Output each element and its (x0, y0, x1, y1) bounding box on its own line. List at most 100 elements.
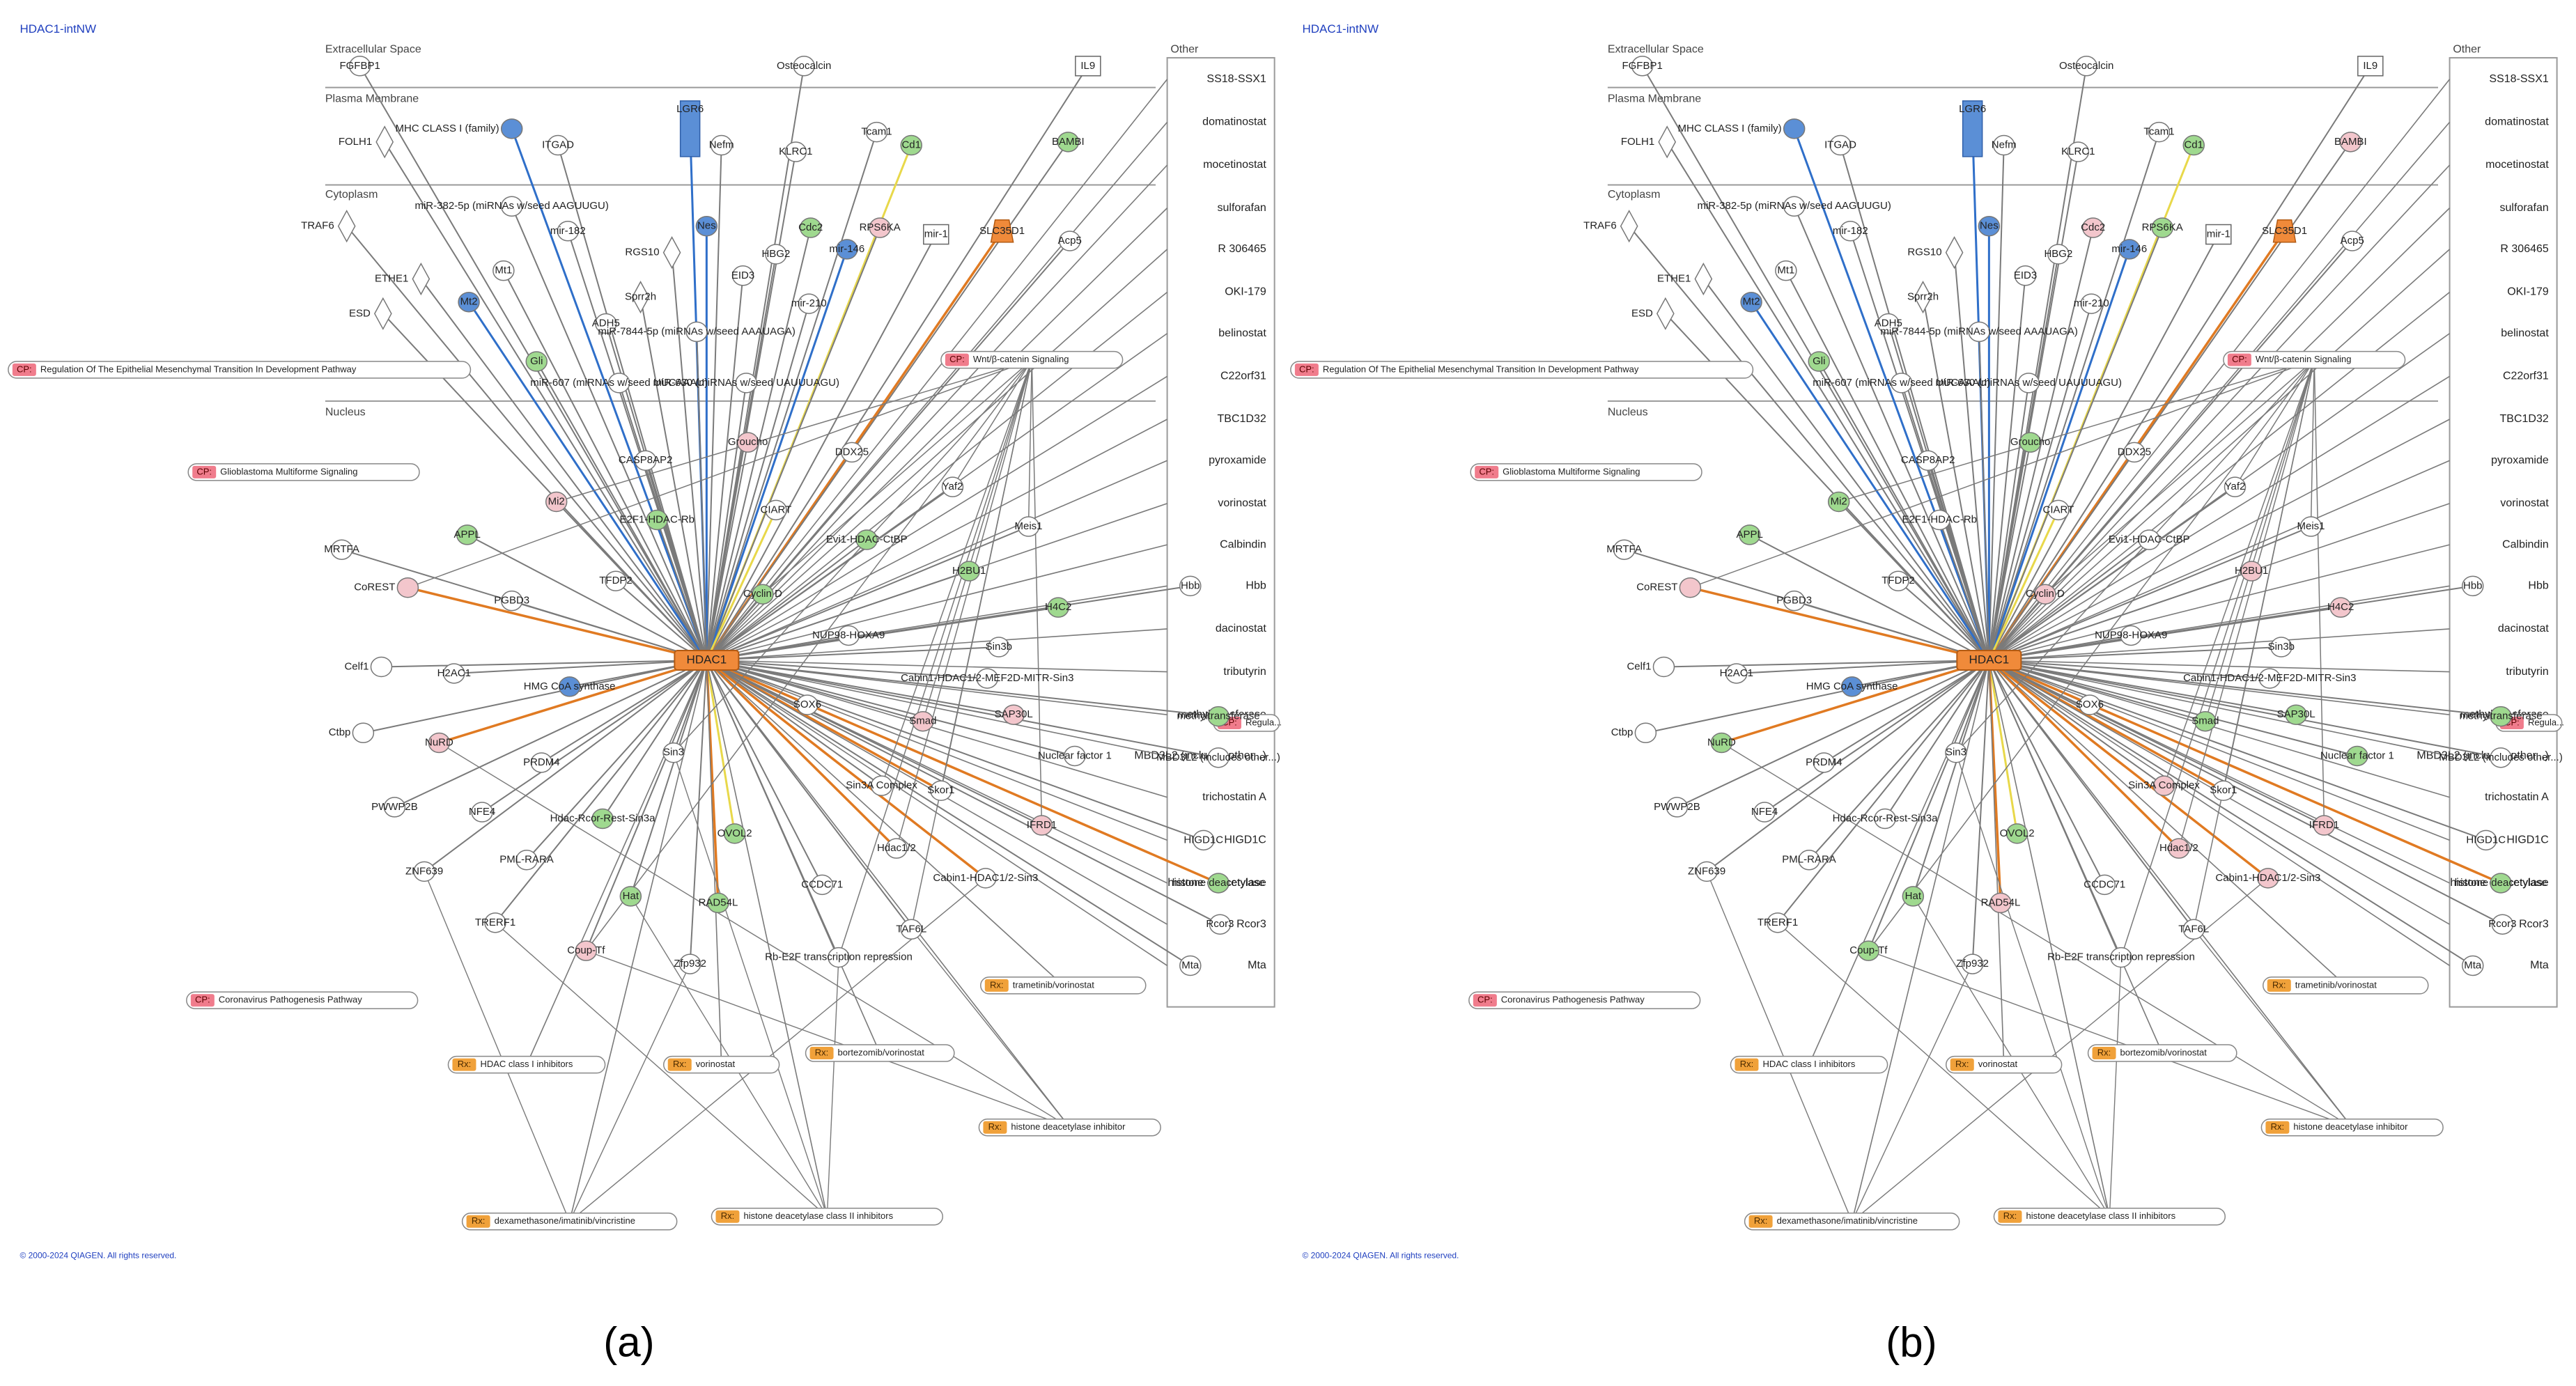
rx-drug-trametinib-vorinostat[interactable]: Rx:trametinib/vorinostat (2263, 976, 2429, 995)
node-sprr2h[interactable]: Sprr2h (1907, 281, 1939, 314)
node-mir-182[interactable]: mir-182 (1833, 221, 1868, 242)
node-shape[interactable] (723, 823, 746, 844)
node-lgr6[interactable]: LGR6 (676, 100, 704, 157)
node-shape[interactable] (530, 752, 553, 773)
node-pgbd3[interactable]: PGBD3 (1776, 590, 1812, 612)
node-shape[interactable] (619, 886, 642, 907)
node-shape[interactable] (1874, 808, 1896, 830)
node-shape[interactable] (1064, 745, 1086, 767)
node-pml-rara[interactable]: PML-RARA (1782, 850, 1836, 871)
node-shape[interactable] (662, 236, 681, 270)
node-shape[interactable] (1696, 861, 1718, 882)
node-shape[interactable] (1978, 215, 2001, 237)
node-shape[interactable] (370, 656, 393, 678)
node-shape[interactable] (458, 291, 480, 313)
node-pwwp2b[interactable]: PWWP2B (1654, 797, 1700, 818)
node-mt2[interactable]: Mt2 (1740, 291, 1762, 313)
node-shape[interactable] (707, 892, 729, 914)
node-shape[interactable] (870, 775, 893, 796)
node-e2f1-hdac-rb[interactable]: E2F1-HDAC-Rb (1902, 509, 1977, 531)
node-shape[interactable] (923, 224, 949, 245)
node-nefm[interactable]: Nefm (709, 134, 734, 156)
node-smad[interactable]: Smad (2191, 710, 2219, 732)
node-mir-1[interactable]: mir-1 (2205, 224, 2232, 245)
cp-pill[interactable] (2223, 350, 2406, 369)
node-shape[interactable] (2194, 710, 2217, 732)
node-shape[interactable] (1738, 524, 1761, 545)
hub-node-shape[interactable] (1956, 650, 2022, 671)
rx-drug-hdac-class-i-inhibitors[interactable]: Rx:HDAC class I inhibitors (1730, 1055, 1888, 1074)
node-nuclear-factor-1[interactable]: Nuclear factor 1 (1038, 745, 1112, 767)
node-mir-630-mirnas-w-seed-uauuuagu[interactable]: miR-630 (miRNAs w/seed UAUUUAGU) (653, 373, 839, 394)
node-mir-7844-5p-mirnas-w-seed-aaauaga[interactable]: miR-7844-5p (miRNAs w/seed AAAUAGA) (1880, 321, 2078, 343)
node-sin3b[interactable]: Sin3b (2268, 637, 2295, 657)
rx-drug-bortezomib-vorinostat[interactable]: Rx:bortezomib/vorinostat (2087, 1044, 2237, 1062)
cp-pathway-coronavirus-pathogenesis-pathway[interactable]: CP:Coronavirus Pathogenesis Pathway (1468, 991, 1701, 1009)
node-shape[interactable] (646, 509, 669, 531)
node-h4c2[interactable]: H4C2 (1045, 597, 1071, 618)
node-coup-tf[interactable]: Coup-Tf (1849, 940, 1888, 961)
node-nurd[interactable]: NuRD (425, 732, 453, 754)
node-shape[interactable] (1813, 752, 1836, 773)
node-shape[interactable] (1887, 570, 1909, 591)
node-mhc-class-i-family[interactable]: MHC CLASS I (family) (1678, 118, 1806, 139)
node-shape[interactable] (1798, 850, 1820, 871)
node-rb-e2f-transcription-repression[interactable]: Rb-E2F transcription repression (2047, 947, 2195, 968)
node-shape[interactable] (1775, 260, 1797, 281)
node-casp8ap2[interactable]: CASP8AP2 (1901, 450, 1955, 471)
rx-drug-vorinostat[interactable]: Rx:vorinostat (662, 1055, 780, 1074)
rx-pill[interactable] (980, 976, 1147, 995)
node-shape[interactable] (2270, 637, 2292, 657)
node-sap30l[interactable]: SAP30L (995, 704, 1033, 725)
node-nup98-hoxa9[interactable]: NUP98-HOXA9 (2095, 625, 2167, 646)
rx-pill[interactable] (447, 1055, 606, 1074)
node-mi2[interactable]: Mi2 (545, 491, 568, 513)
rx-pill[interactable] (662, 1055, 780, 1074)
node-shape[interactable] (1047, 597, 1069, 618)
node-rcor3[interactable]: Rcor3 (1206, 914, 1234, 935)
node-shape[interactable] (545, 491, 568, 513)
node-nefm[interactable]: Nefm (1992, 134, 2017, 156)
rx-drug-dexamethasone-imatinib-vincristine[interactable]: Rx:dexamethasone/imatinib/vincristine (1744, 1213, 1960, 1231)
node-mrtfa[interactable]: MRTFA (1606, 539, 1642, 560)
node-shape[interactable] (855, 529, 878, 550)
node-hdac1[interactable]: HDAC1 (674, 650, 740, 671)
node-shape[interactable] (811, 874, 834, 896)
node-acp5[interactable]: Acp5 (1058, 231, 1082, 251)
cp-pill[interactable] (1470, 463, 1702, 481)
node-shape[interactable] (1002, 704, 1025, 725)
rx-drug-hdac-class-i-inhibitors[interactable]: Rx:HDAC class I inhibitors (447, 1055, 606, 1074)
node-shape[interactable] (2079, 694, 2101, 715)
node-shape[interactable] (1631, 56, 1654, 77)
node-ccdc71[interactable]: CCDC71 (2084, 874, 2125, 896)
node-shape[interactable] (731, 265, 754, 286)
node-itgad[interactable]: ITGAD (542, 134, 574, 156)
node-bambi[interactable]: BAMBI (1052, 132, 1085, 153)
node-shape[interactable] (736, 432, 759, 453)
node-shape[interactable] (348, 56, 371, 77)
cp-pill[interactable] (1290, 361, 1754, 379)
node-shape[interactable] (608, 373, 630, 394)
node-groucho[interactable]: Groucho (2010, 432, 2051, 453)
node-itgad[interactable]: ITGAD (1824, 134, 1856, 156)
node-ctbp[interactable]: Ctbp (329, 722, 375, 744)
node-osteocalcin[interactable]: Osteocalcin (2059, 56, 2113, 77)
node-rcor3[interactable]: Rcor3 (2488, 914, 2516, 935)
node-sin3b[interactable]: Sin3b (986, 637, 1012, 657)
cp-pill[interactable] (187, 463, 420, 481)
node-nfe4[interactable]: NFE4 (1751, 802, 1778, 823)
rx-drug-trametinib-vorinostat[interactable]: Rx:trametinib/vorinostat (980, 976, 1147, 995)
node-rps6ka[interactable]: RPS6KA (2142, 217, 2183, 238)
node-hdac-rcor-rest-sin3a[interactable]: Hdac-Rcor-Rest-Sin3a (1833, 808, 1939, 830)
node-shape[interactable] (1857, 940, 1880, 961)
node-mir-630-mirnas-w-seed-uauuuagu[interactable]: miR-630 (miRNAs w/seed UAUUUAGU) (1935, 373, 2122, 394)
node-shape[interactable] (2313, 815, 2336, 836)
node-shape[interactable] (1962, 100, 1983, 157)
node-shape[interactable] (1209, 914, 1232, 935)
node-shape[interactable] (515, 850, 538, 871)
node-znf639[interactable]: ZNF639 (1688, 861, 1725, 882)
rx-pill[interactable] (2260, 1118, 2444, 1137)
node-hat[interactable]: Hat (1902, 886, 1925, 907)
node-mir-210[interactable]: mir-210 (791, 293, 827, 314)
node-shape[interactable] (352, 722, 375, 744)
